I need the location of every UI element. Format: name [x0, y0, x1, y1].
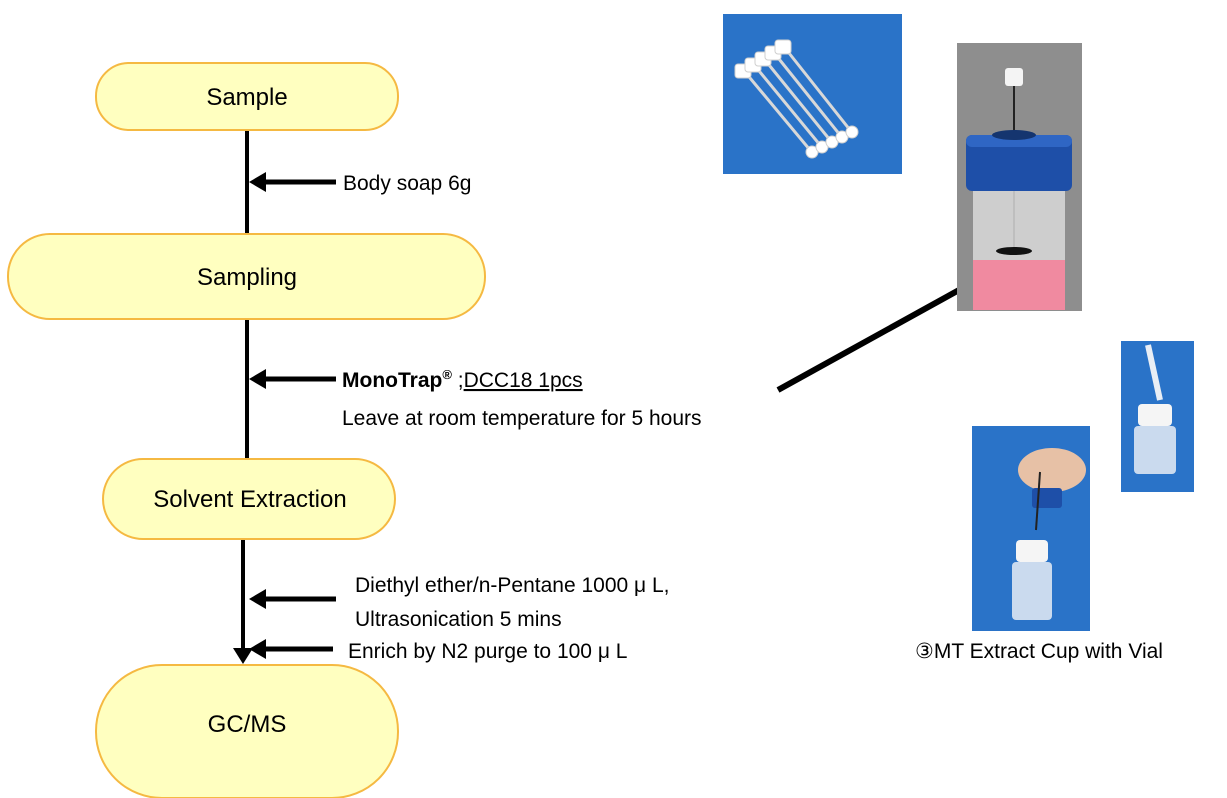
monotrap-product: DCC18 1pcs	[464, 369, 583, 392]
label-solvent-line2: Ultrasonication 5 mins	[355, 608, 562, 631]
photo-extract-cup-hand	[972, 426, 1090, 631]
label-body-soap: Body soap 6g	[343, 172, 471, 195]
photo-monotrap-rods	[723, 14, 902, 174]
caption-extract-cup: ③MT Extract Cup with Vial	[915, 640, 1163, 663]
arrow-monotrap	[249, 369, 336, 389]
arrow-body-soap	[249, 172, 336, 192]
node-gcms: GC/MS	[95, 664, 399, 798]
label-enrich: Enrich by N2 purge to 100 μ L	[348, 640, 627, 663]
monotrap-brand: MonoTrap	[342, 369, 442, 392]
monotrap-registered-mark: ®	[442, 367, 452, 382]
node-sampling: Sampling	[7, 233, 486, 320]
monotrap-separator: ;	[452, 369, 464, 392]
label-solvent-line1: Diethyl ether/n-Pentane 1000 μ L,	[355, 574, 669, 597]
arrow-enrich	[249, 639, 333, 659]
down-arrow-head	[233, 648, 253, 664]
photo-extract-cup-small	[1121, 341, 1194, 492]
node-sample: Sample	[95, 62, 399, 131]
node-solvent-extraction: Solvent Extraction	[102, 458, 396, 540]
node-sampling-label: Sampling	[197, 264, 297, 291]
photo-vial-sampling	[957, 43, 1082, 311]
label-leave: Leave at room temperature for 5 hours	[342, 407, 702, 430]
node-solvent-extraction-label: Solvent Extraction	[153, 486, 346, 513]
node-sample-label: Sample	[206, 84, 287, 111]
arrow-solvent	[249, 589, 336, 609]
node-gcms-label: GC/MS	[208, 711, 287, 738]
label-monotrap: MonoTrap® ;DCC18 1pcs	[342, 367, 583, 392]
